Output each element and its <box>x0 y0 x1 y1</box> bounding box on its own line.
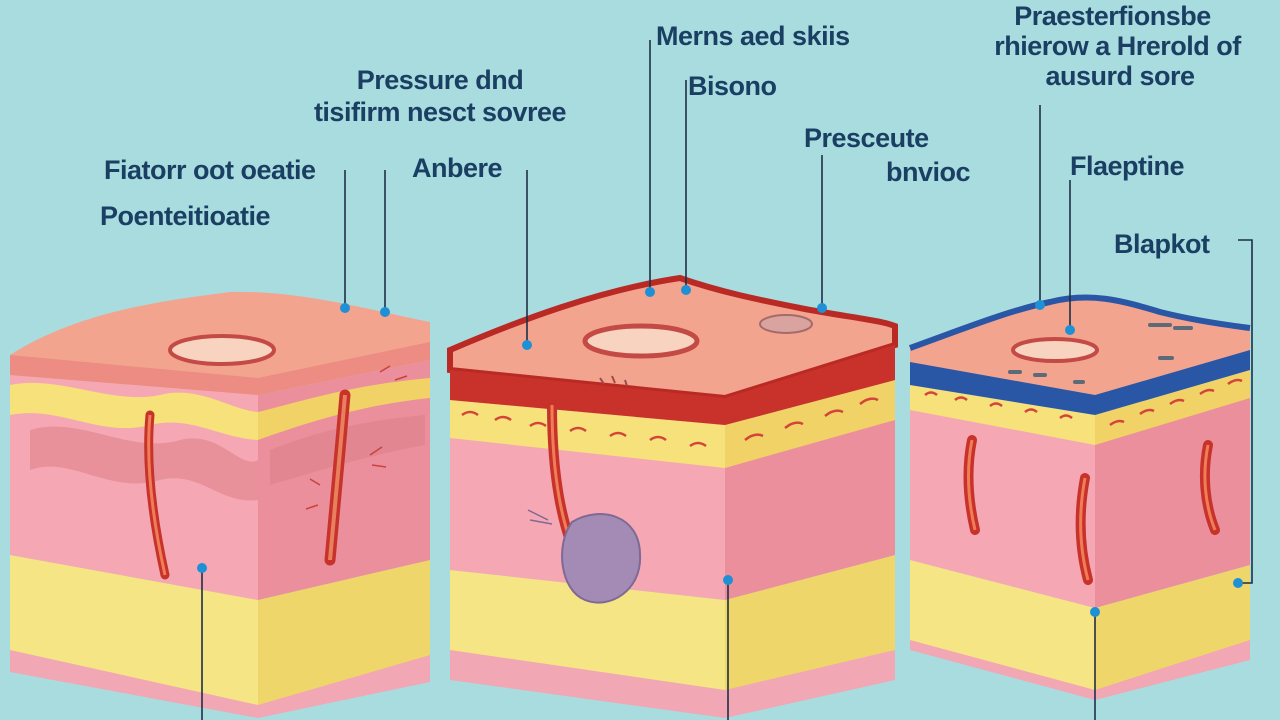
leader-lines <box>201 40 1253 720</box>
block1-fat-layer-front <box>10 555 258 705</box>
block1-inflamed-tissue <box>30 426 258 501</box>
leader-line-9 <box>1238 239 1253 584</box>
label-4: Merns aed skiis <box>656 21 850 51</box>
skin-block-stage-3 <box>908 294 1251 700</box>
block2-wound <box>582 323 700 359</box>
leader-dot <box>681 285 691 295</box>
block3-dermis-front <box>910 405 1095 608</box>
label-1-line-1: Fiatorr oot oeatie <box>104 155 316 185</box>
leader-dot <box>1035 300 1045 310</box>
block1-base-layer <box>10 640 430 718</box>
block3-fat-layer-side <box>1095 565 1250 690</box>
label-3: Anbere <box>412 153 503 183</box>
label-6-line-2: bnvioc <box>886 157 971 187</box>
block1-yellow-band <box>10 382 258 440</box>
leader-dot <box>340 303 350 313</box>
block2-dermis-front <box>450 420 725 600</box>
leader-dot <box>645 287 655 297</box>
block2-yellow-band <box>450 400 725 468</box>
label-9: Blapkot <box>1114 229 1210 259</box>
label-6-line-1: Presceute <box>804 123 929 153</box>
label-7-line-3: ausurd sore <box>1045 61 1195 91</box>
skin-block-stage-2 <box>447 274 898 718</box>
label-7-line-2: rhierow a Hrerold of <box>994 31 1241 61</box>
skin-block-stage-1 <box>10 291 430 718</box>
leader-dot <box>1233 578 1243 588</box>
label-2-line-1: Pressure dnd <box>356 65 524 95</box>
label-8: Flaeptine <box>1070 151 1185 181</box>
block2-bruise <box>759 314 813 334</box>
leader-dot <box>817 303 827 313</box>
leader-dot <box>522 340 532 350</box>
leader-dot <box>1090 607 1100 617</box>
label-2-line-2: tisifirm nesct sovree <box>313 97 567 127</box>
label-7-line-1: Praesterfionsbe <box>1014 1 1211 31</box>
block2-red-edge <box>447 274 898 402</box>
block3-fat-layer-front <box>910 560 1095 690</box>
block1-fat-layer-side <box>258 560 430 705</box>
block3-base-layer <box>910 620 1250 700</box>
leader-dot <box>197 563 207 573</box>
block2-fat-layer-front <box>450 570 725 690</box>
leader-dot <box>723 575 733 585</box>
label-1-line-2: Poenteitioatie <box>100 201 271 231</box>
block1-wound <box>168 334 276 366</box>
leader-dots <box>197 285 1243 617</box>
block3-wound <box>1011 337 1099 363</box>
block2-necrotic-mass <box>561 513 642 604</box>
label-5: Bisono <box>688 71 777 101</box>
block3-blue-border <box>908 294 1251 351</box>
leader-dot <box>380 307 390 317</box>
leader-dot <box>1065 325 1075 335</box>
